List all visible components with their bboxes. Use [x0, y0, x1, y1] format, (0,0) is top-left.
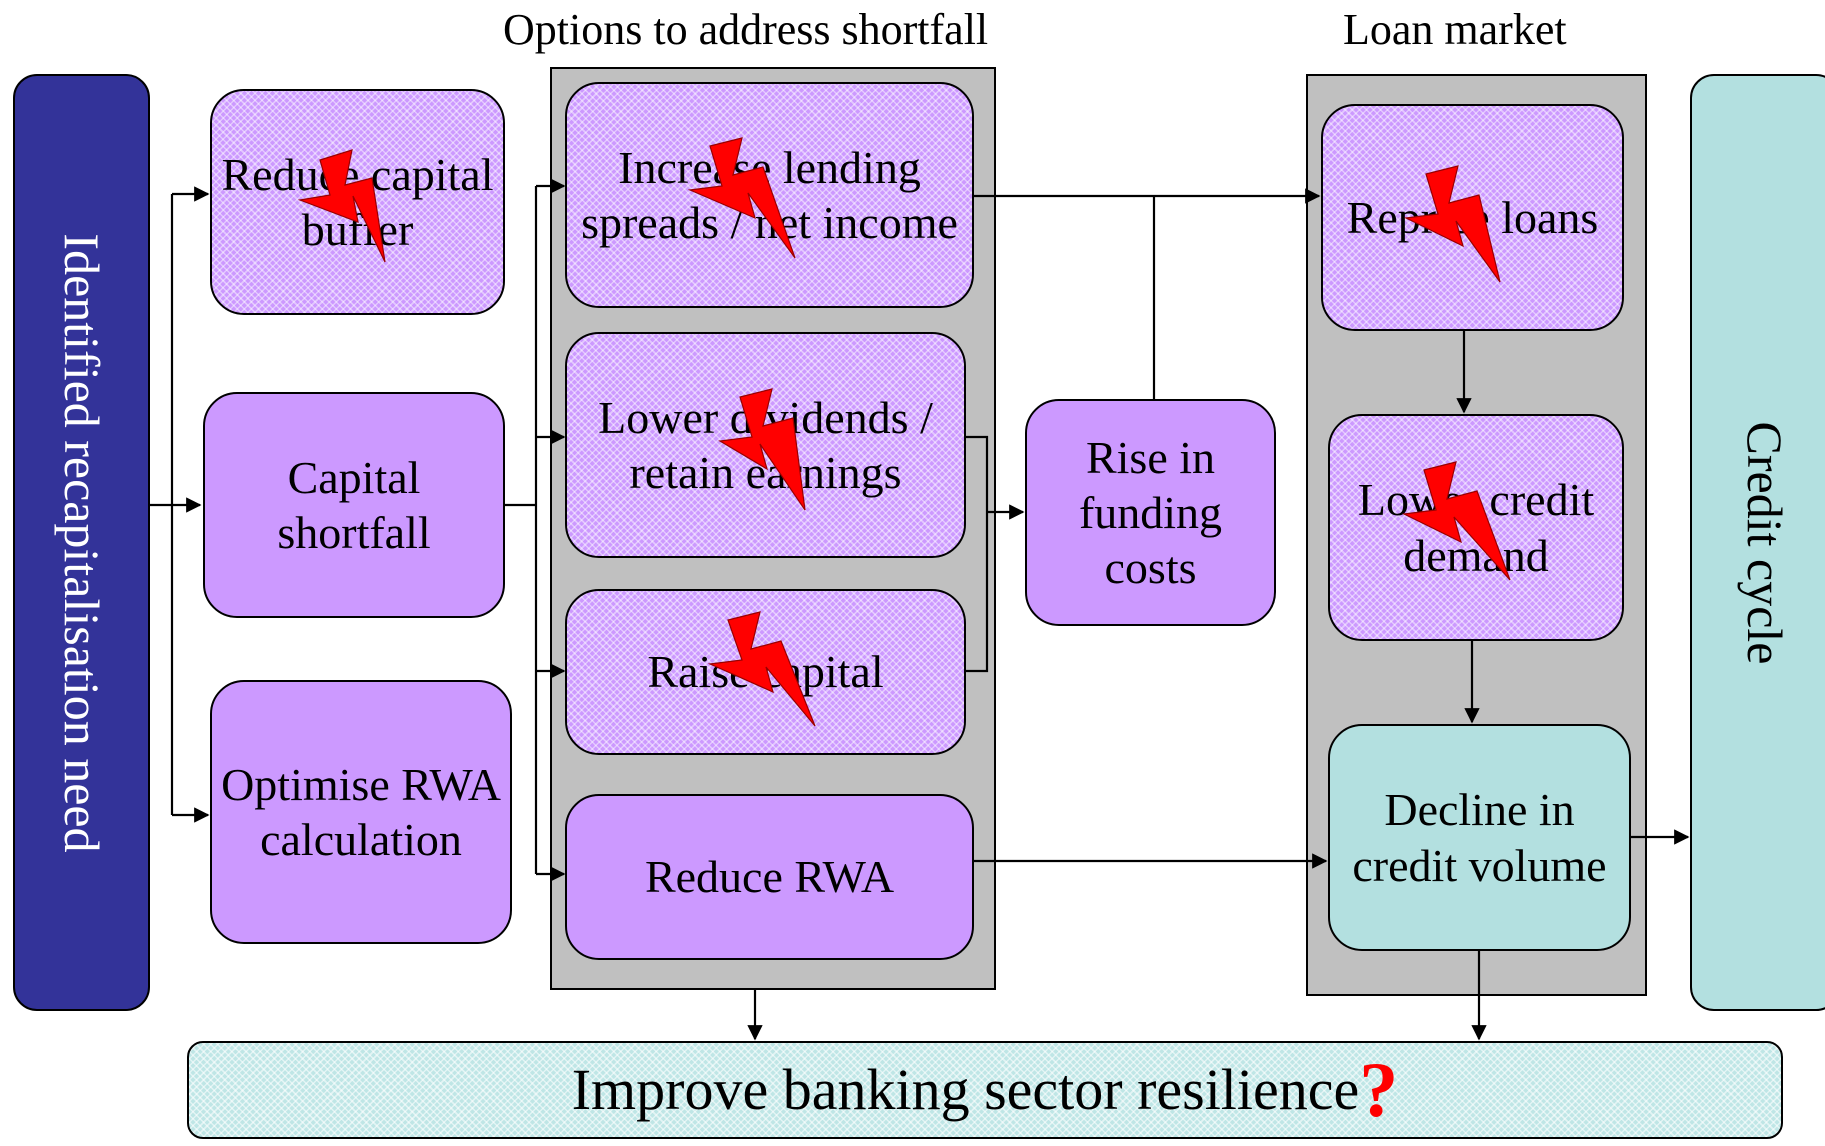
- decline-volume-label: Decline in credit volume: [1352, 784, 1607, 891]
- resilience-bar: Improve banking sector resilience ?: [187, 1041, 1783, 1139]
- left-bar: Identified recapitalisation need: [13, 74, 150, 1011]
- increase-spreads-label: Increase lending spreads / net income: [581, 141, 958, 248]
- capital-shortfall-label: Capital shortfall: [277, 451, 431, 558]
- reprice-box: Reprice loans: [1321, 104, 1624, 331]
- heading-options: Options to address shortfall: [503, 5, 989, 54]
- left-bar-label: Identified recapitalisation need: [53, 232, 110, 853]
- reduce-rwa-box: Reduce RWA: [565, 794, 974, 960]
- reduce-rwa-label: Reduce RWA: [644, 851, 895, 903]
- right-bar: Credit cycle: [1690, 74, 1825, 1011]
- lower-demand-label: Lower credit demand: [1357, 474, 1595, 581]
- lower-dividends-box: Lower dividends / retain earnings: [565, 332, 966, 558]
- lower-demand-box: Lower credit demand: [1328, 414, 1624, 641]
- raise-capital-label: Raise capital: [647, 646, 884, 698]
- heading-loan-market: Loan market: [1343, 5, 1567, 54]
- reprice-label: Reprice loans: [1346, 191, 1599, 243]
- decline-volume-box: Decline in credit volume: [1328, 724, 1631, 951]
- capital-shortfall-box: Capital shortfall: [203, 392, 505, 618]
- reduce-buffer-label: Reduce capital buffer: [221, 148, 494, 255]
- reduce-buffer-box: Reduce capital buffer: [210, 89, 505, 315]
- question-mark-icon: ?: [1359, 1046, 1399, 1133]
- rise-funding-label: Rise in funding costs: [1078, 431, 1223, 594]
- resilience-label: Improve banking sector resilience: [571, 1057, 1360, 1123]
- right-bar-label: Credit cycle: [1737, 421, 1793, 664]
- optimise-rwa-label: Optimise RWA calculation: [221, 758, 501, 865]
- increase-spreads-box: Increase lending spreads / net income: [565, 82, 974, 308]
- lower-dividends-label: Lower dividends / retain earnings: [598, 391, 933, 498]
- raise-capital-box: Raise capital: [565, 589, 966, 755]
- rise-funding-box: Rise in funding costs: [1025, 399, 1276, 626]
- optimise-rwa-box: Optimise RWA calculation: [210, 680, 512, 944]
